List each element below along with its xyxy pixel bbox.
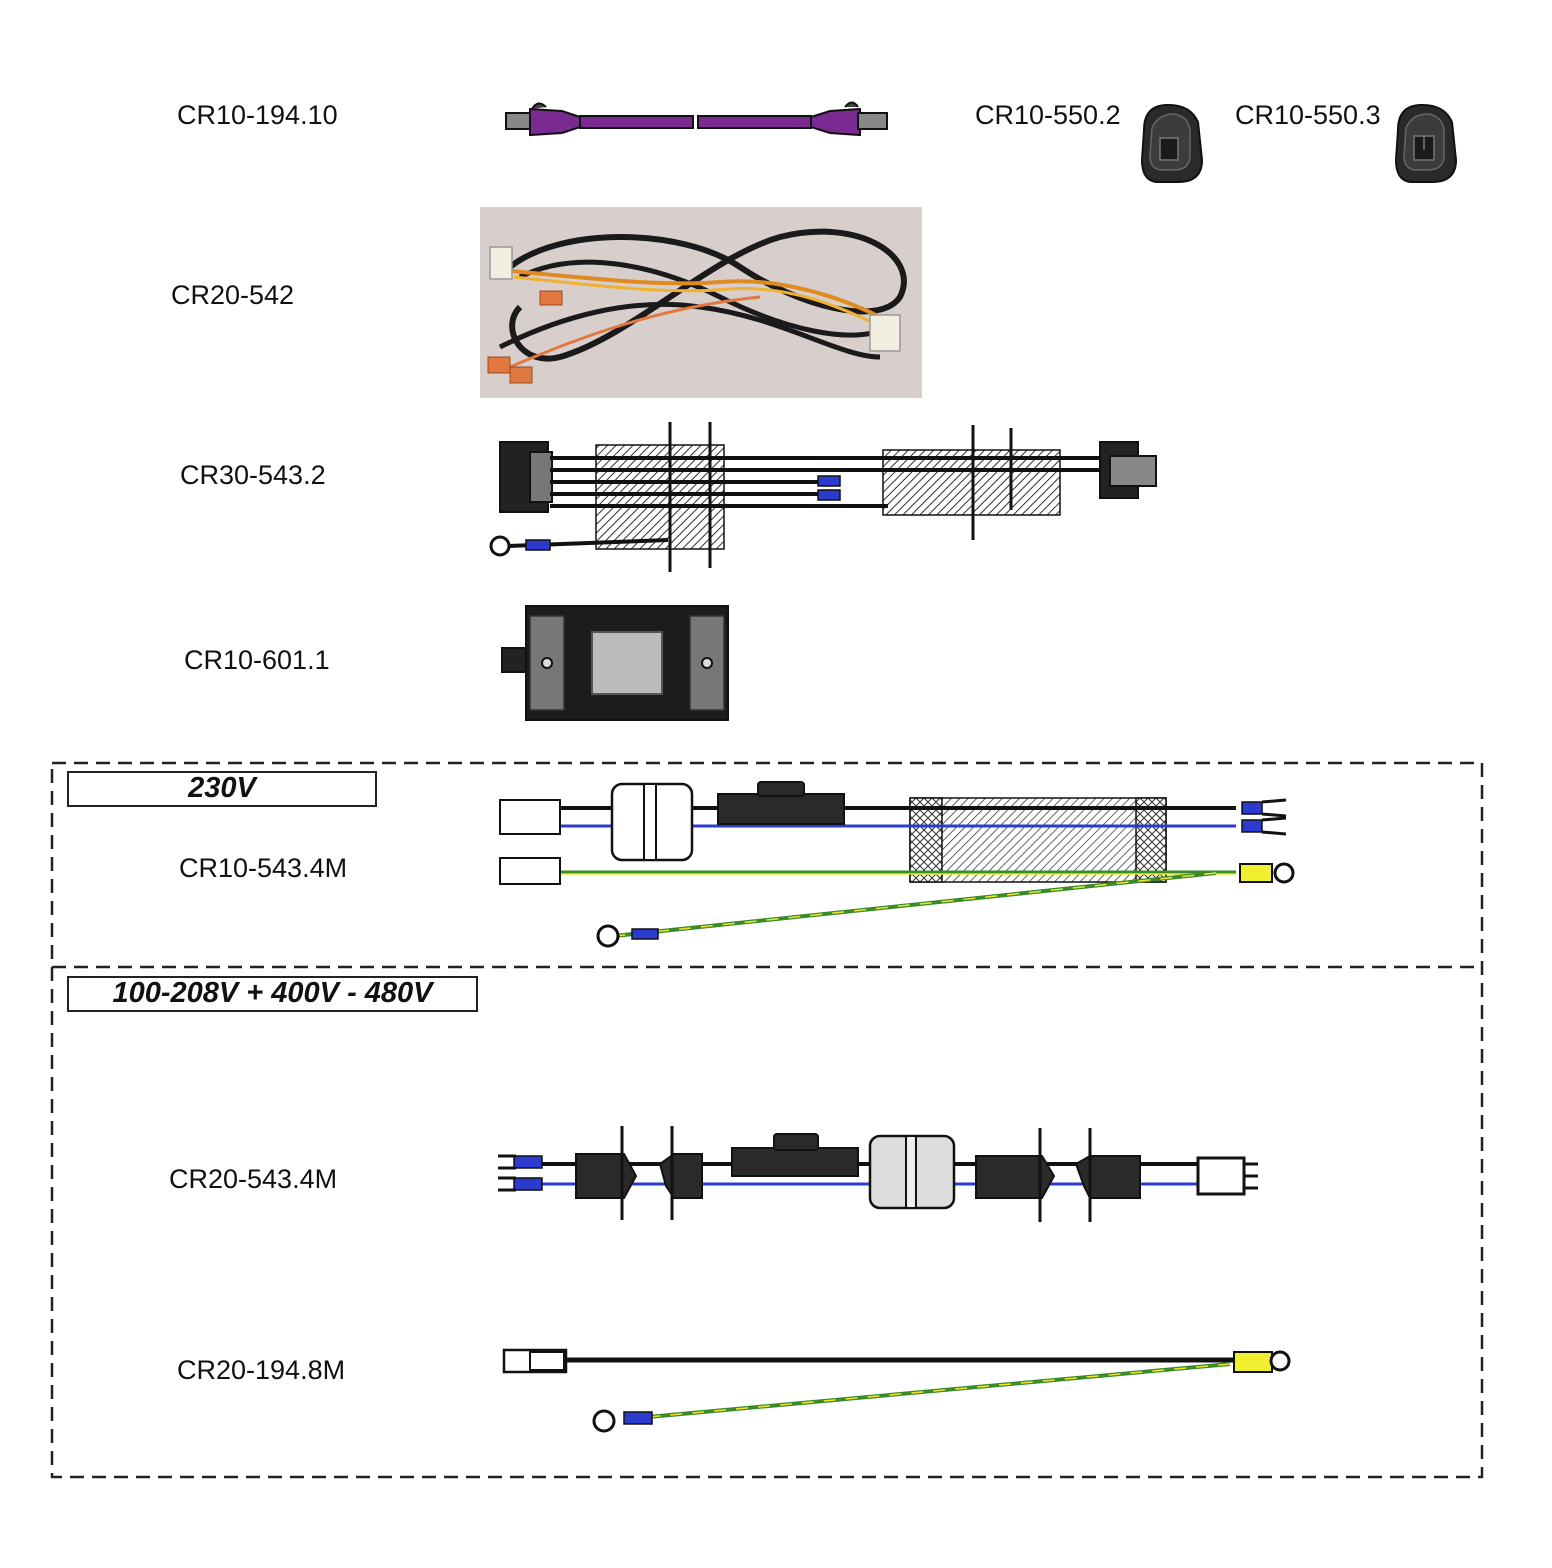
module-cr10-601-1-drawing [501, 605, 729, 721]
section-header-multi-voltage: 100-208V + 400V - 480V [67, 976, 478, 1012]
part-label-cr10-550-3: CR10-550.3 [1235, 100, 1381, 130]
harness-cr30-543-2-drawing [489, 422, 1157, 572]
part-label-cr20-542: CR20-542 [171, 280, 295, 310]
part-label-cr10-550-2: CR10-550.2 [975, 100, 1121, 130]
part-label-cr10-543-4m: CR10-543.4M [179, 853, 348, 883]
grommet-cr10-550-2-drawing [1140, 103, 1204, 183]
harness-cr10-543-4m-drawing [499, 781, 1295, 948]
part-label-cr20-194-8m: CR20-194.8M [177, 1355, 346, 1385]
part-label-cr10-601-1: CR10-601.1 [184, 645, 330, 675]
part-label-cr30-543-2: CR30-543.2 [180, 460, 326, 490]
harness-cr20-543-4m-drawing [498, 1126, 1258, 1222]
ground-wire-cr20-194-8m-drawing [502, 1348, 1291, 1433]
part-label-cr10-194-10: CR10-194.10 [177, 100, 338, 130]
section-header-230v: 230V [67, 771, 377, 807]
harness-cr20-542-photo [480, 207, 922, 398]
cable-cr10-194-10-drawing [505, 101, 888, 137]
grommet-cr10-550-3-drawing [1394, 103, 1458, 183]
part-label-cr20-543-4m: CR20-543.4M [169, 1164, 338, 1194]
